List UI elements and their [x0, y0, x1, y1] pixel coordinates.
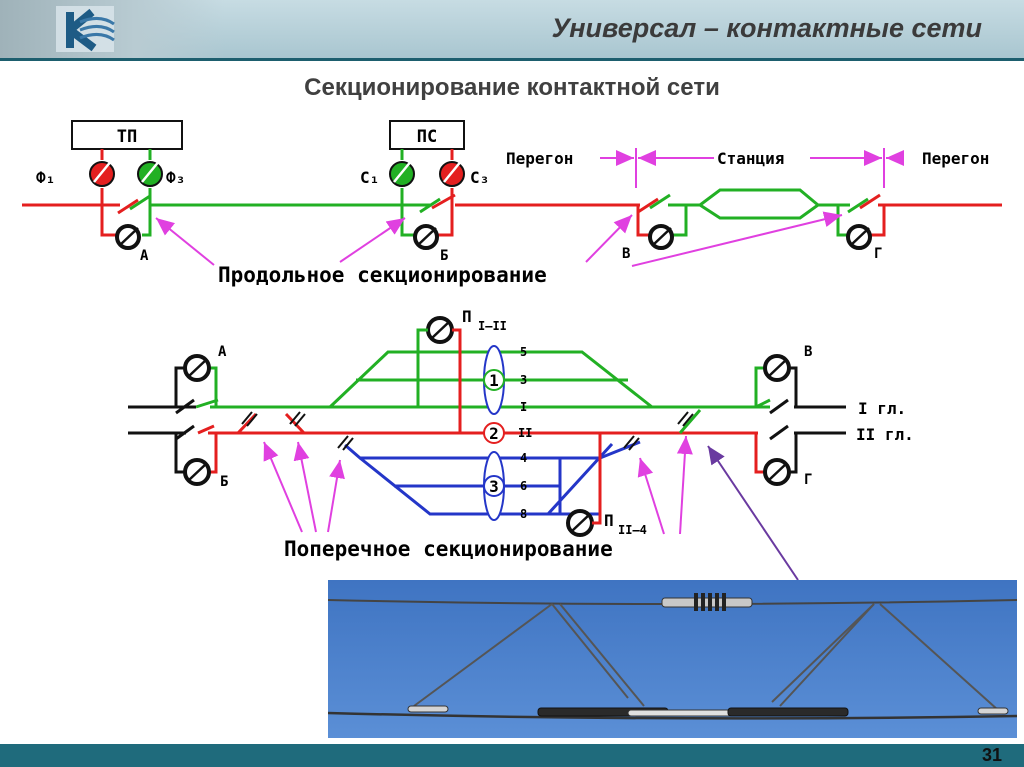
logo: [0, 0, 225, 58]
p12-sub: I–II: [478, 319, 507, 333]
longitudinal-caption: Продольное секционирование: [218, 263, 547, 287]
p24-main: П: [604, 511, 614, 530]
group1: 1: [489, 371, 499, 390]
bypass-v-label: В: [804, 344, 812, 360]
track3: 3: [520, 373, 527, 387]
peregon-left-label: Перегон: [506, 149, 573, 168]
header-bar: Универсал – контактные сети: [0, 0, 1024, 61]
c1-label: С₁: [360, 168, 379, 187]
switch-a-label: А: [140, 248, 149, 264]
ps-box: [389, 120, 465, 150]
bypass-b-label: Б: [220, 474, 228, 490]
group3: 3: [489, 477, 499, 496]
tp-box: [71, 120, 183, 150]
ps-label: ПС: [417, 127, 437, 147]
longitudinal-sectioning: ТП Ф₁ Ф₃ А ПС С₁ С₃ Б: [22, 120, 1002, 287]
group2: 2: [489, 424, 499, 443]
sectional-insulator-photo: [328, 580, 1017, 738]
p12-main: П: [462, 307, 472, 326]
page-number: 31: [981, 745, 1002, 765]
logo-icon: [56, 6, 115, 52]
switch-g-label: Г: [874, 246, 882, 262]
c3-label: С₃: [470, 168, 489, 187]
slide-title: Секционирование контактной сети: [304, 74, 720, 101]
track4: 4: [520, 451, 527, 465]
switch-v-label: В: [622, 246, 630, 262]
transverse-caption: Поперечное секционирование: [284, 537, 613, 561]
stanciya-label: Станция: [717, 149, 784, 168]
peregon-right-label: Перегон: [922, 149, 989, 168]
main-track-2-label: II гл.: [856, 425, 914, 444]
switch-b-label: Б: [440, 248, 448, 264]
track6: 6: [520, 479, 527, 493]
p24-sub: II–4: [618, 523, 647, 537]
track5: 5: [520, 345, 527, 359]
trackII: II: [518, 426, 532, 440]
footer-bar: 31: [0, 744, 1024, 767]
track8: 8: [520, 507, 527, 521]
insulator-icon: [661, 593, 753, 611]
bypass-g-label: Г: [804, 472, 812, 488]
main-track-1-label: I гл.: [858, 399, 906, 418]
tp-label: ТП: [117, 127, 137, 147]
f3-label: Ф₃: [166, 168, 185, 187]
header-title: Универсал – контактные сети: [551, 13, 982, 43]
f1-label: Ф₁: [36, 168, 55, 187]
bypass-a-label: А: [218, 344, 227, 360]
transverse-sectioning: П I–II П II–4 1 2 3 5 3 I II 4 6 8 А: [128, 307, 914, 581]
trackI: I: [520, 400, 527, 414]
